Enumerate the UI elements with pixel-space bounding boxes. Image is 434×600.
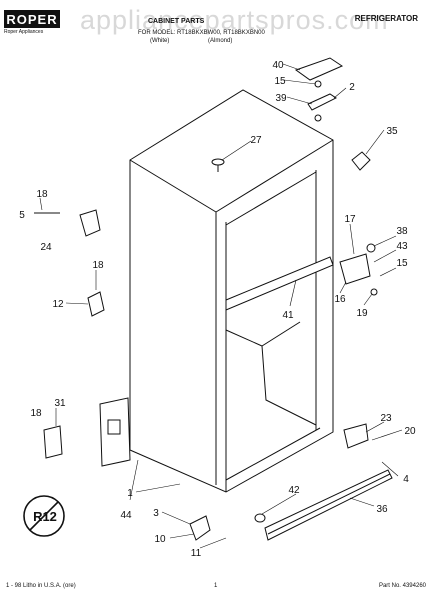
part-label-43: 43 <box>396 241 408 252</box>
model-line: FOR MODEL: RT18BKXBW00, RT18BKXBN00 <box>138 30 265 36</box>
part-label-18: 18 <box>36 189 48 200</box>
part-label-12: 12 <box>52 299 64 310</box>
color-code-almond: (Almond) <box>208 38 233 44</box>
part-label-40: 40 <box>272 60 284 71</box>
part-label-15: 15 <box>274 76 286 87</box>
watermark: appliancepartspros.com <box>80 5 389 35</box>
brand-logo: ROPER <box>4 10 60 28</box>
part-label-2: 2 <box>349 82 355 93</box>
part-label-41: 41 <box>282 310 294 321</box>
footer-part-number: Part No. 4394260 <box>378 583 426 589</box>
part-label-31: 31 <box>54 398 66 409</box>
part-label-24: 24 <box>40 242 52 253</box>
part-label-11: 11 <box>191 548 202 559</box>
category-label: REFRIGERATOR <box>354 14 418 23</box>
part-label-39: 39 <box>275 93 287 104</box>
part-label-19: 19 <box>356 308 368 319</box>
part-label-15b: 15 <box>396 258 408 269</box>
part-label-38: 38 <box>396 226 408 237</box>
color-code-white: (White) <box>150 38 170 44</box>
part-label-17: 17 <box>344 214 356 225</box>
part-label-1: 1 <box>127 488 133 499</box>
part-label-3: 3 <box>153 508 159 519</box>
footer-litho: 1 - 98 Litho in U.S.A. (ore) <box>6 583 76 589</box>
part-label-44: 44 <box>120 510 132 521</box>
section-title: CABINET PARTS <box>148 18 205 25</box>
part-label-35: 35 <box>386 126 398 137</box>
part-label-27: 27 <box>250 135 262 146</box>
part-label-23: 23 <box>380 413 392 424</box>
footer-page-number: 1 <box>214 583 218 589</box>
brand-subtitle: Roper Appliances <box>4 29 44 35</box>
part-label-4: 4 <box>403 474 409 485</box>
part-label-18b: 18 <box>92 260 104 271</box>
r12-badge-text: R12 <box>33 509 57 524</box>
part-label-5: 5 <box>19 210 25 221</box>
part-label-20: 20 <box>404 426 416 437</box>
part-label-42: 42 <box>288 485 300 496</box>
part-label-18c: 18 <box>30 408 42 419</box>
part-label-36: 36 <box>376 504 388 515</box>
part-label-16: 16 <box>334 294 346 305</box>
part-label-10: 10 <box>154 534 166 545</box>
